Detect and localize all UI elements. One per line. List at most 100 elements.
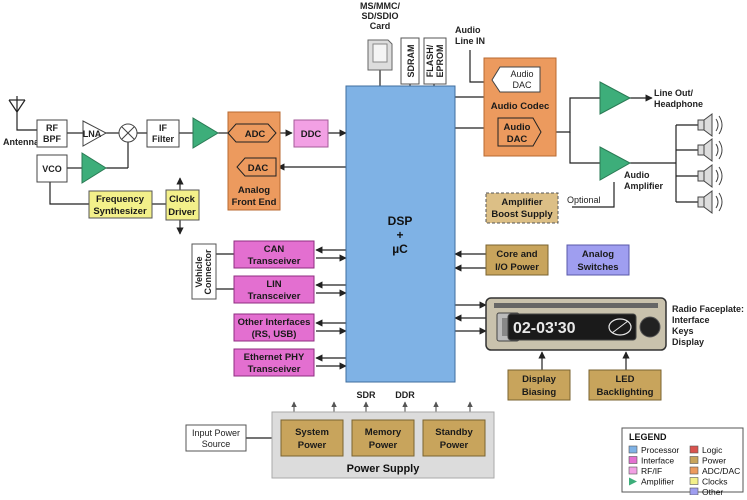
- mixer-icon: [118, 123, 138, 143]
- card-label-2: SD/SDIO: [361, 11, 398, 21]
- analog-switches-block: [566, 244, 630, 276]
- sd-card-icon: [367, 39, 393, 71]
- dac-block: [236, 157, 277, 177]
- ddc-label: DDC: [301, 129, 322, 140]
- core-io-label-1: Core and: [496, 249, 537, 260]
- led-label-2: Backlighting: [596, 387, 653, 398]
- ddc-block: [293, 119, 329, 148]
- legend-swatch: [689, 477, 699, 485]
- core-io-label-2: I/O Power: [495, 262, 539, 273]
- clock-driver-block: [165, 189, 200, 221]
- dsp-label-2: +: [396, 228, 403, 242]
- can-label-1: CAN: [264, 244, 285, 255]
- faceplate-label-4: Display: [672, 337, 704, 347]
- legend-swatch: [689, 487, 699, 496]
- dsp-block: [345, 85, 456, 383]
- adc-label: ADC: [245, 129, 266, 140]
- legend-swatch: [628, 466, 638, 475]
- card-label-1: MS/MMC/: [360, 1, 400, 11]
- afe-title-1: Analog: [238, 185, 270, 196]
- input-power-label-2: Source: [202, 439, 231, 449]
- lin-transceiver-block: [233, 275, 315, 304]
- legend-swatch: [689, 445, 699, 454]
- input-power-label-1: Input Power: [192, 428, 240, 438]
- legend-item-label: ADC/DAC: [702, 466, 740, 476]
- amp-boost-label-2: Boost Supply: [491, 209, 553, 220]
- lna-label: LNA: [83, 129, 102, 139]
- system-power-label-2: Power: [298, 440, 327, 451]
- faceplate-label-2: Interface: [672, 315, 710, 325]
- ddr-label: DDR: [395, 390, 415, 400]
- faceplate-label-1: Radio Faceplate:: [672, 304, 744, 314]
- audio-amp-triangle: [599, 146, 632, 181]
- dsp-label-3: µC: [392, 242, 408, 256]
- amp-boost-label-1: Amplifier: [501, 197, 542, 208]
- legend-item-label: Amplifier: [641, 477, 674, 487]
- vehicle-connector-block: [191, 243, 217, 300]
- legend-swatch: [689, 456, 699, 464]
- wires: [16, 50, 698, 442]
- display-biasing-label-1: Display: [522, 374, 557, 385]
- ethernet-label-1: Ethernet PHY: [244, 352, 305, 363]
- speaker-icon: [697, 113, 723, 137]
- if-filter-label-1: IF: [159, 123, 168, 133]
- system-power-label-1: System: [295, 427, 329, 438]
- afe-title-2: Front End: [232, 197, 277, 208]
- sdr-label: SDR: [356, 390, 376, 400]
- clock-driver-label-1: Clock: [169, 194, 196, 205]
- line-out-label-2: Headphone: [654, 99, 703, 109]
- freq-synth-label-2: Synthesizer: [93, 206, 147, 217]
- display-disc-icon: [608, 318, 632, 336]
- speaker-icons: [697, 113, 723, 214]
- legend-item-label: Processor: [641, 445, 679, 455]
- audio-line-in-label-1: Audio: [455, 25, 481, 35]
- line-out-label-1: Line Out/: [654, 88, 693, 98]
- frequency-synthesizer-block: [88, 190, 153, 219]
- faceplate-label-3: Keys: [672, 326, 694, 336]
- vco-label: VCO: [42, 164, 62, 174]
- rf-bpf-label-1: RF: [46, 123, 58, 133]
- rf-bpf-block: [36, 119, 68, 148]
- dsp-label-1: DSP: [388, 214, 413, 228]
- legend-swatch: [628, 456, 638, 464]
- adc-block: [227, 123, 277, 143]
- other-if-label-2: (RS, USB): [252, 329, 297, 340]
- if-amp-triangle: [192, 117, 219, 149]
- input-power-source-block: [185, 424, 247, 452]
- audio-dac-bottom-label-1: Audio: [504, 122, 531, 133]
- lin-label-1: LIN: [266, 279, 281, 290]
- other-if-label-1: Other Interfaces: [238, 317, 311, 328]
- legend-swatch: [628, 445, 638, 454]
- optional-label: Optional: [567, 195, 601, 205]
- radio-faceplate: 02-03'30: [485, 297, 667, 351]
- display-biasing-label-2: Biasing: [522, 387, 557, 398]
- power-supply-title: Power Supply: [347, 463, 421, 475]
- speaker-icon: [697, 164, 723, 188]
- display-biasing-block: [507, 369, 571, 401]
- audio-dac-top: [491, 66, 541, 93]
- other-interfaces-block: [233, 313, 315, 342]
- legend-item-label: Logic: [702, 445, 723, 455]
- core-io-power-block: [485, 244, 549, 276]
- system-power-block: [280, 419, 344, 457]
- lin-label-2: Transceiver: [248, 291, 301, 302]
- vco-block: [36, 154, 68, 183]
- legend-item-label: Clocks: [702, 477, 728, 487]
- clock-driver-label-2: Driver: [168, 207, 196, 218]
- can-label-2: Transceiver: [248, 256, 301, 267]
- standby-power-label-1: Standby: [435, 427, 473, 438]
- lna-triangle: [82, 120, 108, 147]
- speaker-icon: [697, 190, 723, 214]
- antenna-label: Antenna: [3, 137, 40, 147]
- speaker-icon: [697, 138, 723, 162]
- led-label-1: LED: [616, 374, 635, 385]
- vco-amp-triangle: [81, 152, 107, 184]
- card-label-3: Card: [370, 21, 391, 31]
- can-transceiver-block: [233, 240, 315, 269]
- ethernet-label-2: Transceiver: [248, 364, 301, 375]
- led-backlighting-block: [588, 369, 662, 401]
- flash-block: [423, 37, 447, 85]
- memory-power-label-1: Memory: [365, 427, 402, 438]
- standby-power-block: [422, 419, 486, 457]
